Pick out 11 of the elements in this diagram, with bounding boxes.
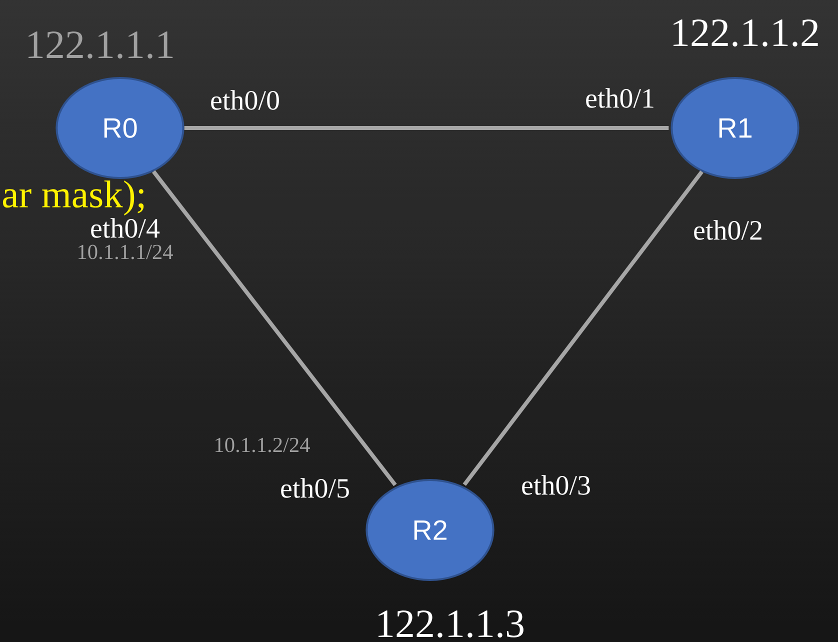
ip-label: 10.1.1.1/24 — [78, 244, 173, 260]
link-line — [462, 170, 704, 486]
ip-address: 122.1.1.1 — [28, 31, 173, 59]
ip-address: 122.1.1.2 — [674, 19, 818, 47]
interface-label: eth0/2 — [694, 220, 762, 240]
interface-label: eth0/4 — [91, 218, 160, 238]
link-line — [152, 170, 397, 486]
note-text: ar mask); — [2, 180, 144, 216]
ip-address: 122.1.1.3 — [378, 610, 524, 638]
interface-label: eth0/3 — [522, 475, 590, 495]
link-line — [184, 126, 669, 130]
